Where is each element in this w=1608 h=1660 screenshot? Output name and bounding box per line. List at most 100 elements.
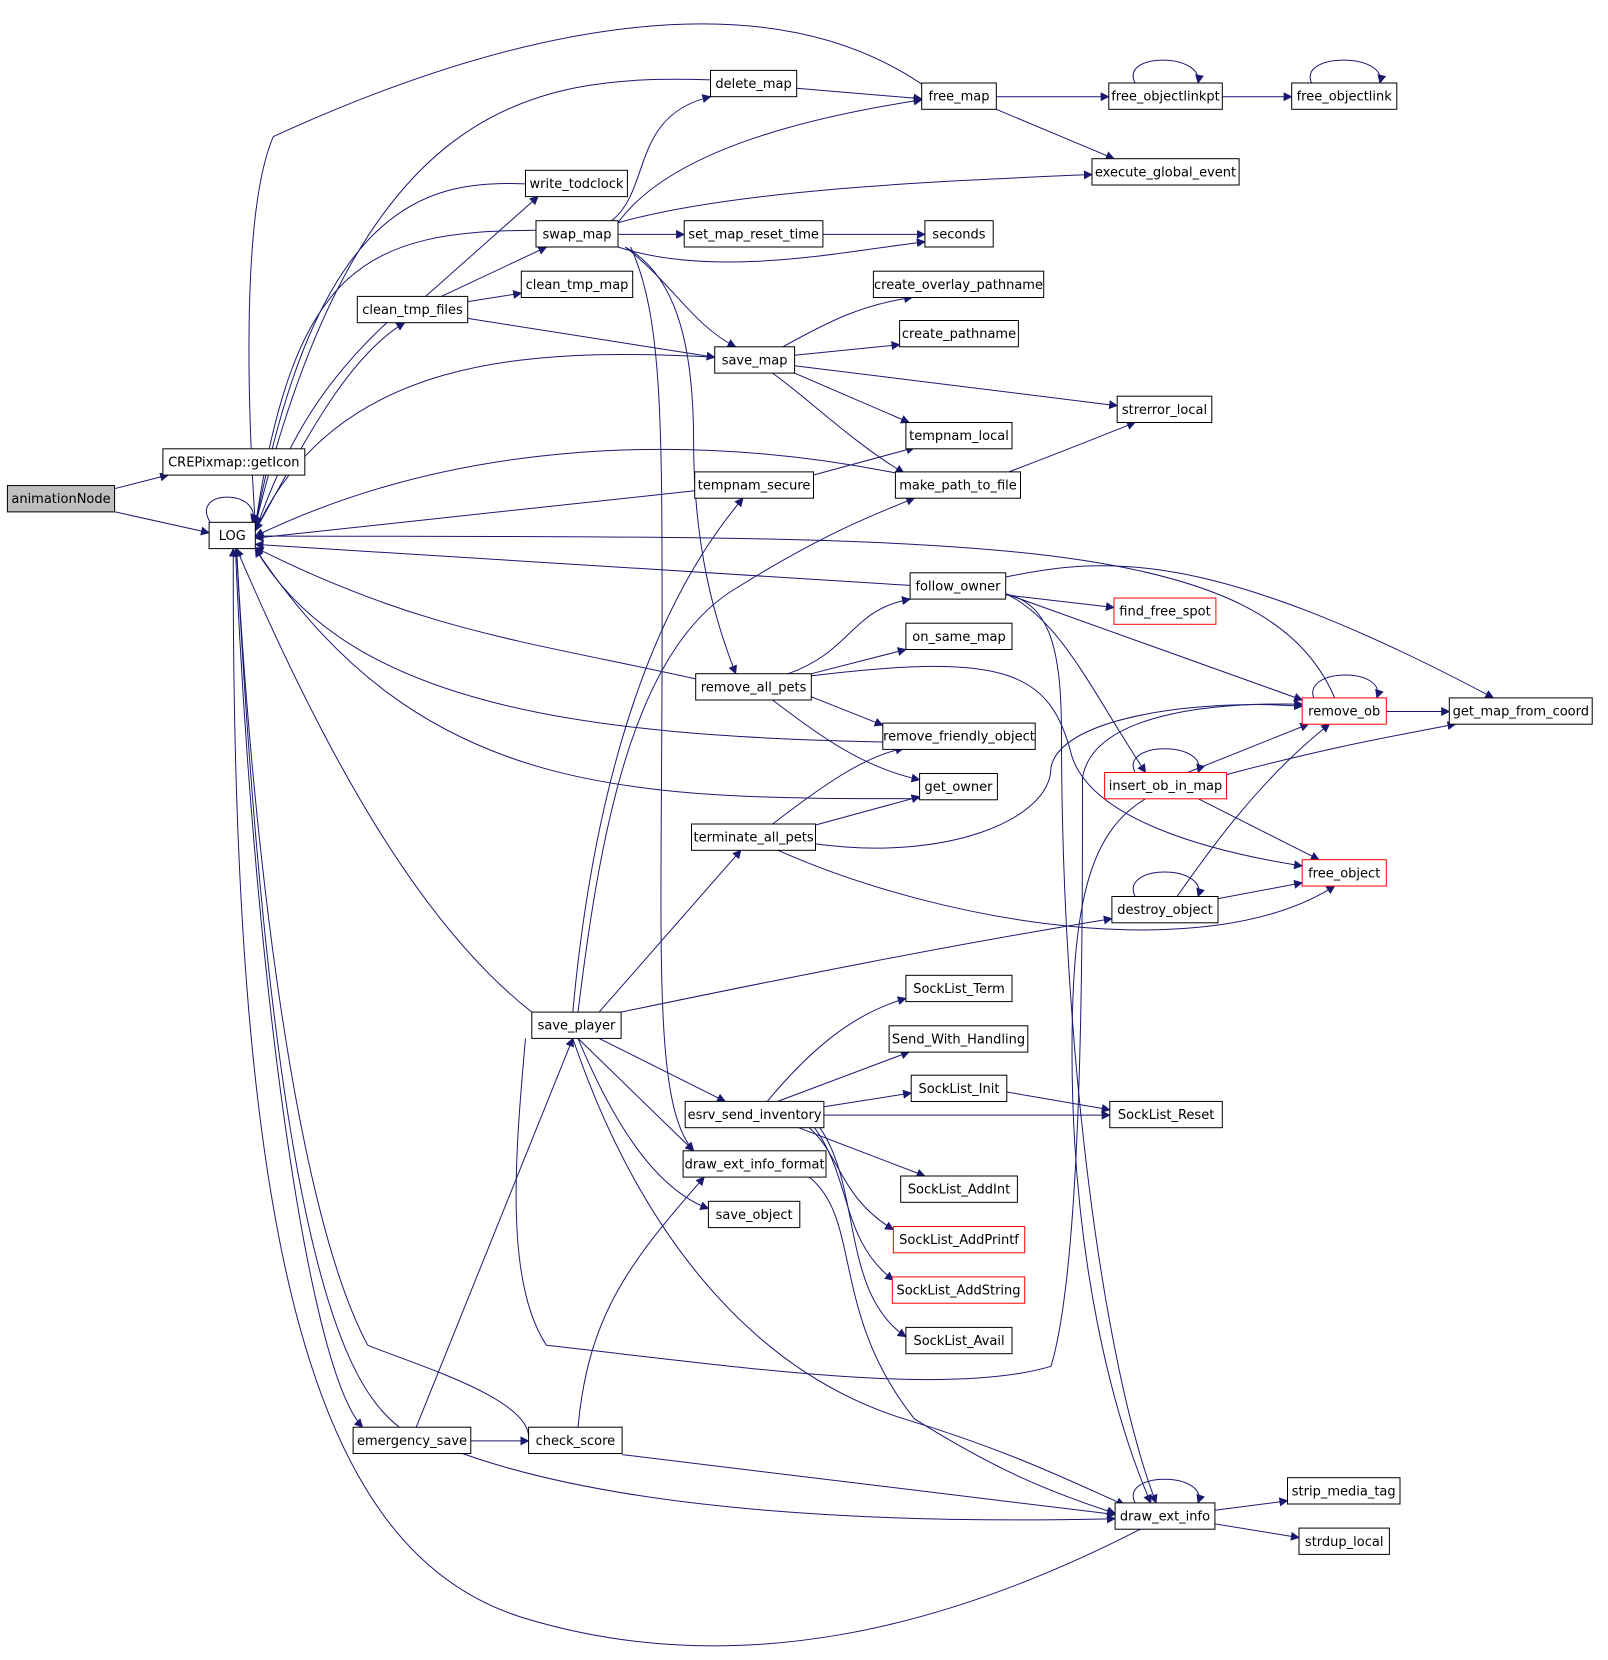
node-box <box>520 270 634 299</box>
edge-free_map-to-LOG <box>248 23 922 527</box>
node-label: make_path_to_file <box>899 479 1017 494</box>
node-free_objectlink[interactable]: free_objectlink <box>1291 82 1398 110</box>
node-swap_map[interactable]: swap_map <box>535 220 619 248</box>
edge-emergency_save-to-draw_ext_info <box>462 1453 1116 1524</box>
node-insert_ob_in_map[interactable]: insert_ob_in_map <box>1104 772 1227 800</box>
edge-tempnam_secure-to-tempnam_local <box>813 445 916 476</box>
node-destroy_object[interactable]: destroy_object <box>1111 896 1219 924</box>
node-terminate_all_pets[interactable]: terminate_all_pets <box>691 823 816 851</box>
edge-esrv_send_inventory-to-SockList_Init <box>823 1089 913 1108</box>
node-label: save_object <box>716 1208 793 1223</box>
edge-save_player-to-save_object <box>577 1038 710 1211</box>
edge-save_map-to-strerror_local <box>794 365 1119 410</box>
edge-esrv_send_inventory-to-SockList_Avail <box>819 1127 907 1338</box>
node-free_map[interactable]: free_map <box>921 82 997 110</box>
node-on_same_map[interactable]: on_same_map <box>905 622 1013 651</box>
node-draw_ext_info[interactable]: draw_ext_info <box>1114 1502 1216 1530</box>
node-box <box>892 1226 1026 1254</box>
node-create_pathname[interactable]: create_pathname <box>899 320 1019 348</box>
node-create_overlay_pathname[interactable]: create_overlay_pathname <box>872 270 1045 299</box>
node-box <box>919 773 998 801</box>
node-box <box>1301 859 1387 887</box>
node-box <box>905 1326 1013 1355</box>
node-execute_global_event[interactable]: execute_global_event <box>1091 158 1240 186</box>
node-write_todclock[interactable]: write_todclock <box>525 169 628 198</box>
node-animationNode[interactable]: animationNode <box>6 485 116 513</box>
node-box <box>528 1426 623 1454</box>
edge-draw_ext_info-to-strdup_local <box>1214 1523 1300 1541</box>
node-label: strdup_local <box>1305 1535 1384 1550</box>
edge-insert_ob_in_map-to-remove_ob <box>1187 722 1310 773</box>
node-box <box>1091 158 1240 186</box>
edge-insert_ob_in_map-to-insert_ob_in_map <box>1132 748 1205 774</box>
node-label: write_todclock <box>530 177 624 192</box>
node-box <box>1287 1477 1401 1505</box>
node-get_map_from_coord[interactable]: get_map_from_coord <box>1448 697 1593 725</box>
node-clean_tmp_files[interactable]: clean_tmp_files <box>356 295 469 324</box>
node-tempnam_secure[interactable]: tempnam_secure <box>694 471 815 499</box>
node-SockList_AddString[interactable]: SockList_AddString <box>891 1276 1026 1304</box>
node-emergency_save[interactable]: emergency_save <box>352 1426 472 1454</box>
node-label: destroy_object <box>1117 903 1212 918</box>
node-save_player[interactable]: save_player <box>531 1011 622 1039</box>
edge-clean_tmp_files-to-save_map <box>467 317 716 361</box>
node-draw_ext_info_format[interactable]: draw_ext_info_format <box>682 1150 827 1178</box>
node-strerror_local[interactable]: strerror_local <box>1116 395 1213 424</box>
edge-make_path_to_file-to-LOG <box>254 448 896 537</box>
node-save_object[interactable]: save_object <box>707 1200 801 1229</box>
node-SockList_AddInt[interactable]: SockList_AddInt <box>900 1175 1018 1203</box>
node-tempnam_local[interactable]: tempnam_local <box>905 422 1013 450</box>
node-CREPixmap_getIcon[interactable]: CREPixmap::getIcon <box>162 448 306 476</box>
node-find_free_spot[interactable]: find_free_spot <box>1113 597 1217 625</box>
node-free_objectlinkpt[interactable]: free_objectlinkpt <box>1108 82 1223 110</box>
edge-clean_tmp_files-to-LOG <box>253 322 388 532</box>
node-remove_friendly_object[interactable]: remove_friendly_object <box>882 722 1036 750</box>
node-remove_ob[interactable]: remove_ob <box>1301 697 1387 725</box>
edge-save_player-to-draw_ext_info <box>572 1038 1126 1506</box>
node-box <box>683 220 824 248</box>
node-box <box>1113 597 1217 625</box>
node-SockList_AddPrintf[interactable]: SockList_AddPrintf <box>892 1226 1026 1254</box>
node-strdup_local[interactable]: strdup_local <box>1298 1527 1390 1555</box>
node-box <box>352 1426 472 1454</box>
edge-swap_map-to-seconds <box>617 238 926 263</box>
node-get_owner[interactable]: get_owner <box>919 773 998 801</box>
node-label: LOG <box>219 529 246 544</box>
node-box <box>1298 1527 1390 1555</box>
edge-draw_ext_info-to-strip_media_tag <box>1214 1497 1289 1511</box>
node-delete_map[interactable]: delete_map <box>710 69 798 98</box>
node-box <box>905 622 1013 651</box>
node-set_map_reset_time[interactable]: set_map_reset_time <box>683 220 824 248</box>
edge-remove_all_pets-to-get_owner <box>772 699 921 783</box>
node-label: insert_ob_in_map <box>1109 779 1223 794</box>
node-make_path_to_file[interactable]: make_path_to_file <box>894 471 1022 499</box>
node-SockList_Term[interactable]: SockList_Term <box>905 974 1013 1003</box>
node-clean_tmp_map[interactable]: clean_tmp_map <box>520 270 634 299</box>
node-box <box>525 169 628 198</box>
edge-draw_ext_info_format-to-draw_ext_info <box>808 1176 1116 1516</box>
edge-destroy_object-to-free_object <box>1218 879 1304 900</box>
node-SockList_Avail[interactable]: SockList_Avail <box>905 1326 1013 1355</box>
edge-save_player-to-make_path_to_file <box>577 497 916 1013</box>
node-save_map[interactable]: save_map <box>714 346 796 374</box>
node-strip_media_tag[interactable]: strip_media_tag <box>1287 1477 1401 1505</box>
node-SockList_Init[interactable]: SockList_Init <box>910 1074 1008 1102</box>
edge-tempnam_secure-to-LOG <box>254 490 695 542</box>
node-remove_all_pets[interactable]: remove_all_pets <box>695 673 812 701</box>
edge-free_objectlinkpt-to-free_objectlinkpt <box>1132 59 1204 84</box>
edge-save_player-to-terminate_all_pets <box>598 849 742 1013</box>
node-follow_owner[interactable]: follow_owner <box>909 572 1007 600</box>
edge-esrv_send_inventory-to-SockList_AddPrintf <box>808 1127 895 1231</box>
node-free_object[interactable]: free_object <box>1301 859 1387 887</box>
edge-follow_owner-to-remove_ob <box>1005 593 1304 702</box>
node-LOG[interactable]: LOG <box>208 521 256 550</box>
edge-clean_tmp_files-to-swap_map <box>441 246 548 297</box>
node-box <box>1301 697 1387 725</box>
node-Send_With_Handling[interactable]: Send_With_Handling <box>888 1025 1029 1053</box>
node-check_score[interactable]: check_score <box>528 1426 623 1454</box>
node-seconds[interactable]: seconds <box>924 220 994 248</box>
node-SockList_Reset[interactable]: SockList_Reset <box>1109 1100 1223 1129</box>
edge-swap_map-to-save_map <box>624 246 737 348</box>
node-esrv_send_inventory[interactable]: esrv_send_inventory <box>684 1100 825 1129</box>
